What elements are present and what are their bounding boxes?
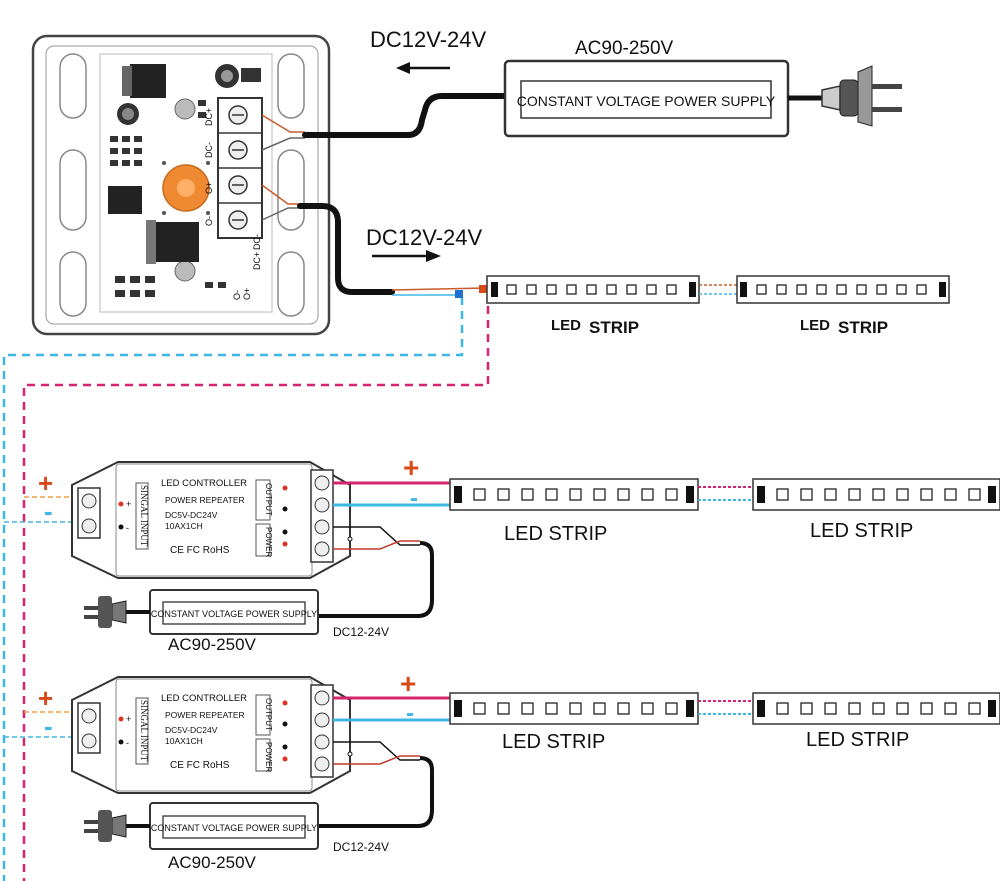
top-power-supply: CONSTANT VOLTAGE POWER SUPPLY xyxy=(503,59,790,138)
repeater-block-1: + - + - SINGAL INPUT LED CONTROLLER POWE… xyxy=(4,452,1000,654)
terminal-label: O+ xyxy=(204,182,214,194)
output-label: OUTPUT xyxy=(264,483,273,516)
output-terminal xyxy=(310,469,334,563)
top-controller: DC+ DC- O+ O- DC+ DC- O- O+ xyxy=(31,34,331,336)
output-minus: - xyxy=(406,700,414,727)
ac-input-label: AC90-250V xyxy=(168,853,257,872)
led-strip xyxy=(449,478,699,511)
repeater-subtitle: POWER REPEATER xyxy=(165,710,245,720)
led-strip xyxy=(486,275,700,304)
mounting-slot xyxy=(59,53,305,317)
repeater-voltage: DC5V-DC24V xyxy=(165,725,218,735)
side-label: SINGAL INPUT xyxy=(139,485,149,547)
input-plus: + xyxy=(38,468,53,498)
strip-label: LED STRIP xyxy=(502,731,605,753)
repeater-voltage: DC5V-DC24V xyxy=(165,510,218,520)
terminal-label: O+ xyxy=(242,288,252,300)
strip-label: LED STRIP xyxy=(504,523,607,545)
plug-icon xyxy=(84,810,150,842)
output-plus: + xyxy=(403,452,419,483)
dot-plus: + xyxy=(126,714,131,724)
psu-label: CONSTANT VOLTAGE POWER SUPPLY xyxy=(517,93,776,109)
dc-to-strip-label: DC12V-24V xyxy=(366,225,483,250)
arrow-left-icon xyxy=(396,62,450,74)
repeater-title: LED CONTROLLER xyxy=(161,478,247,489)
plug-icon xyxy=(788,65,902,127)
terminal-label: DC- xyxy=(252,234,262,250)
arrow-right-icon xyxy=(372,250,441,262)
strip-label: LED STRIP xyxy=(806,729,909,751)
repeater-rating: 10AX1CH xyxy=(165,521,203,531)
terminal-block xyxy=(217,97,263,239)
ac-input-label: AC90-250V xyxy=(575,38,674,59)
dc-label: DC12-24V xyxy=(333,625,389,639)
dc-output-label: DC12V-24V xyxy=(370,27,487,52)
terminal-label: O- xyxy=(232,290,242,300)
output-plus: + xyxy=(400,668,416,699)
dot-minus: - xyxy=(126,738,129,748)
repeater-block-2: + - + - SINGAL INPUT LED CONTROLLER POWE… xyxy=(4,668,1000,872)
led-strip xyxy=(736,275,950,304)
psu-label: CONSTANT VOLTAGE POWER SUPPLY xyxy=(151,823,317,833)
terminal-label: O- xyxy=(204,216,214,226)
terminal-label: DC+ xyxy=(204,108,214,126)
output-label: OUTPUT xyxy=(264,698,273,731)
top-wires xyxy=(2,93,513,881)
dot-plus: + xyxy=(126,499,131,509)
input-minus: - xyxy=(44,711,53,741)
pcb-components xyxy=(108,64,261,297)
repeater-rating: 10AX1CH xyxy=(165,736,203,746)
power-label: POWER xyxy=(264,527,273,557)
led-strip xyxy=(449,692,699,725)
strip-label: LED STRIP xyxy=(810,520,913,542)
led-strip xyxy=(752,692,1000,725)
terminal-label: DC+ xyxy=(252,252,262,270)
psu-label: CONSTANT VOLTAGE POWER SUPPLY xyxy=(151,609,317,619)
cert-marks: CE FC RoHS xyxy=(170,760,230,771)
controller-inner xyxy=(45,45,319,325)
output-minus: - xyxy=(410,485,418,512)
repeater-subtitle: POWER REPEATER xyxy=(165,495,245,505)
repeater-title: LED CONTROLLER xyxy=(161,693,247,704)
plug-icon xyxy=(84,596,150,628)
cert-marks: CE FC RoHS xyxy=(170,545,230,556)
ac-input-label: AC90-250V xyxy=(168,635,257,654)
input-plus: + xyxy=(38,683,53,713)
led-strip xyxy=(752,478,1000,511)
dial-knob xyxy=(162,161,210,215)
dc-label: DC12-24V xyxy=(333,840,389,854)
power-label: POWER xyxy=(264,742,273,772)
side-label: SINGAL INPUT xyxy=(139,700,149,762)
output-terminal xyxy=(310,684,334,778)
input-minus: - xyxy=(44,496,53,526)
dot-minus: - xyxy=(126,523,129,533)
terminal-label: DC- xyxy=(204,142,214,158)
